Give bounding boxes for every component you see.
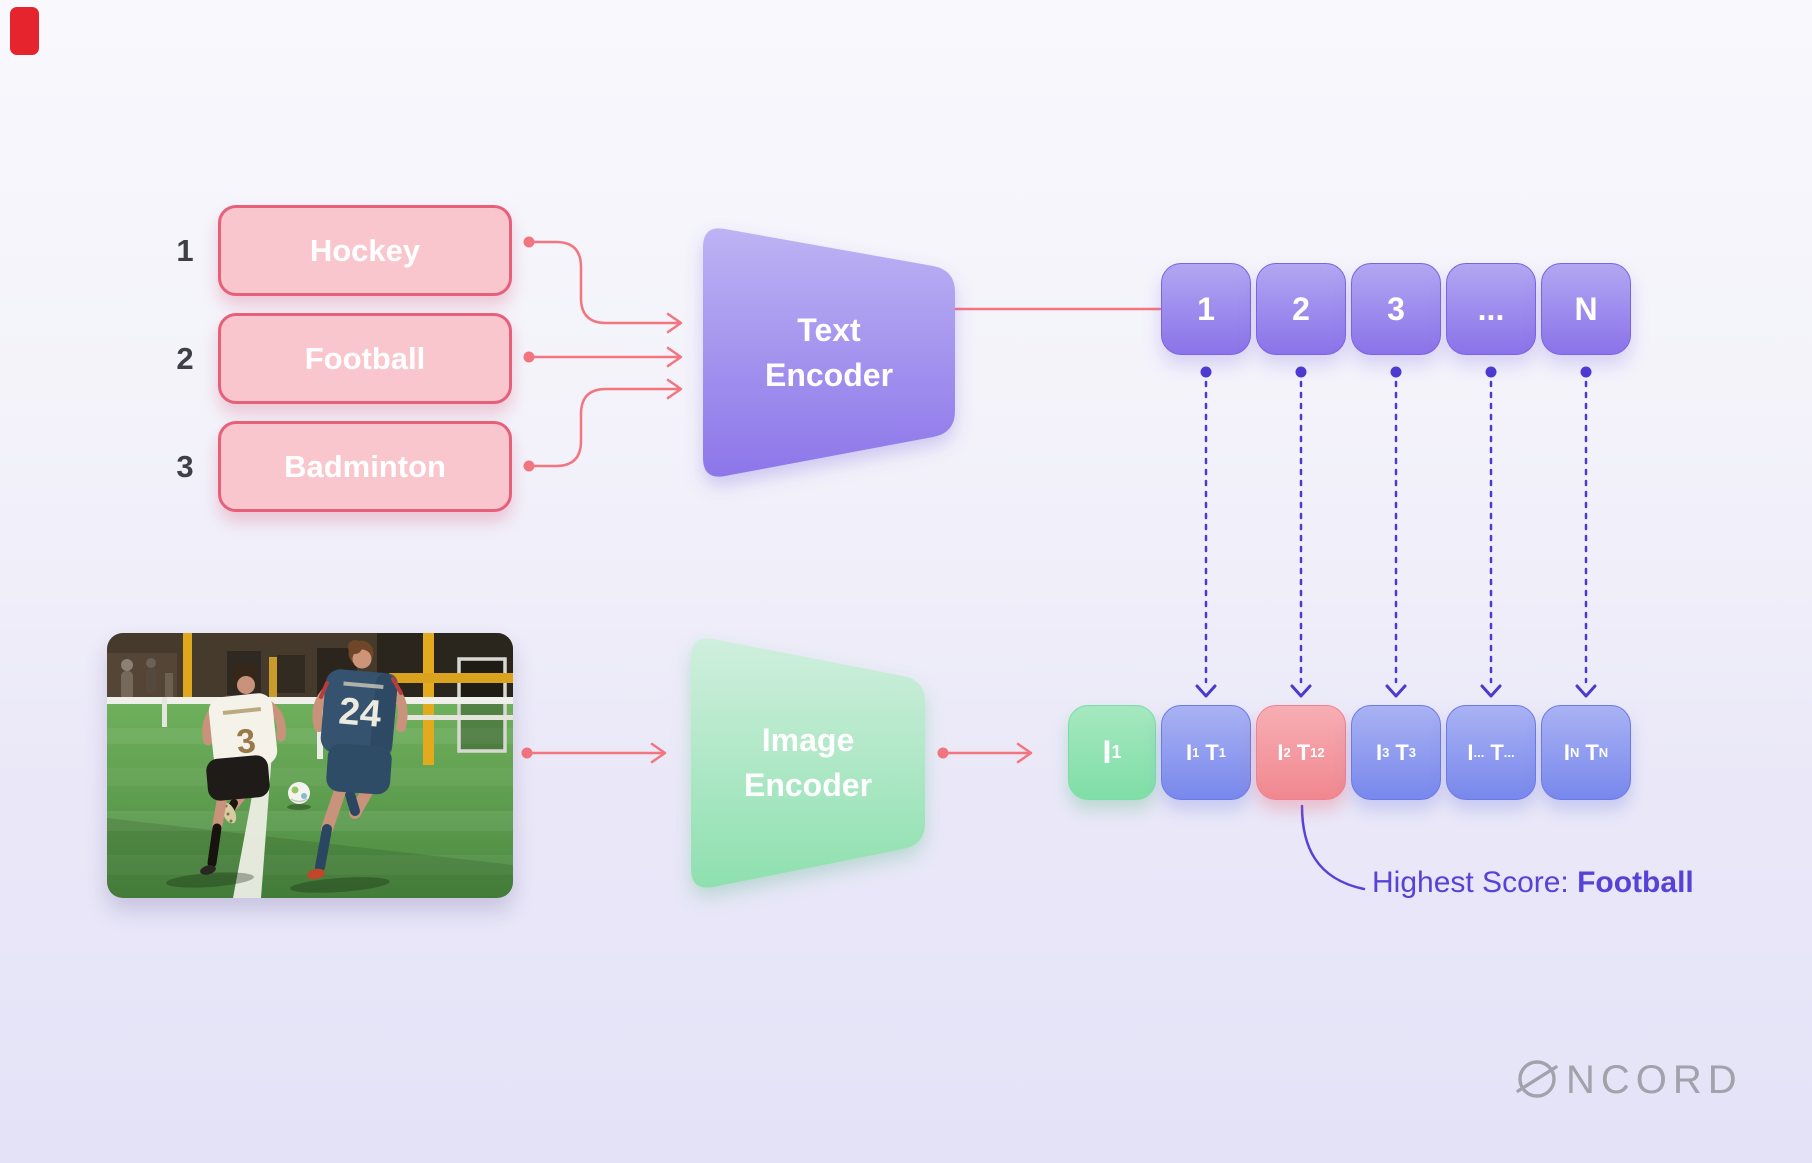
- prompt-label: Hockey: [309, 232, 421, 268]
- dashed-arrowheads: [1195, 684, 1597, 698]
- text-embedding-n: N: [1541, 263, 1631, 355]
- football-photo-art: 3 24: [107, 633, 513, 898]
- prompt-box-badminton: Badminton: [218, 421, 512, 512]
- football-ball: [287, 782, 311, 810]
- encord-wordmark: NCORD: [1566, 1058, 1743, 1102]
- red-marker: [10, 7, 39, 55]
- prompt-number: 3: [176, 448, 194, 484]
- prompt-box-hockey: Hockey: [218, 205, 512, 296]
- dashed-arrow-lines: [1204, 380, 1588, 684]
- connector-dots: [521, 236, 949, 759]
- player-white-3: 3: [200, 664, 286, 875]
- connector-badminton: [527, 387, 680, 468]
- arrowhead-hockey-icon: [666, 312, 683, 334]
- text-encoder-shape: [703, 228, 955, 477]
- text-embedding-3: 3: [1351, 263, 1441, 355]
- prompt-number: 2: [176, 340, 194, 376]
- arrowhead-image-output-icon: [1016, 742, 1033, 764]
- dashed-arrow-dots: [1200, 366, 1592, 378]
- text-embedding-ellipsis: ...: [1446, 263, 1536, 355]
- player-blue-24: 24: [307, 640, 408, 880]
- jersey-number-right: 24: [337, 690, 383, 736]
- prompt-row-badminton: 3 Badminton: [170, 421, 512, 512]
- prompt-label: Badminton: [284, 448, 446, 484]
- arrowhead-badminton-icon: [666, 378, 683, 400]
- prompt-number: 1: [176, 232, 194, 268]
- arrowhead-football-icon: [666, 346, 683, 368]
- similarity-cell-ellipsis: I... T...: [1446, 705, 1536, 800]
- arrowhead-photo-icon: [650, 742, 667, 764]
- encord-e-glyph-icon: [1516, 1060, 1558, 1098]
- prompt-row-football: 2 Football: [170, 313, 512, 404]
- prompt-box-football: Football: [218, 313, 512, 404]
- football-players-photo: 3 24: [107, 633, 513, 898]
- text-embedding-2: 2: [1256, 263, 1346, 355]
- text-embedding-1: 1: [1161, 263, 1251, 355]
- callout-curve: [1300, 804, 1366, 891]
- image-encoder-shape: [691, 638, 925, 888]
- jersey-number-left: 3: [235, 722, 258, 762]
- highest-score-callout: Highest Score: Football: [1372, 866, 1694, 899]
- connector-hockey: [527, 240, 680, 325]
- prompt-label: Football: [304, 340, 426, 376]
- prompt-row-hockey: 1 Hockey: [170, 205, 512, 296]
- encord-logo: NCORD: [1514, 1055, 1774, 1107]
